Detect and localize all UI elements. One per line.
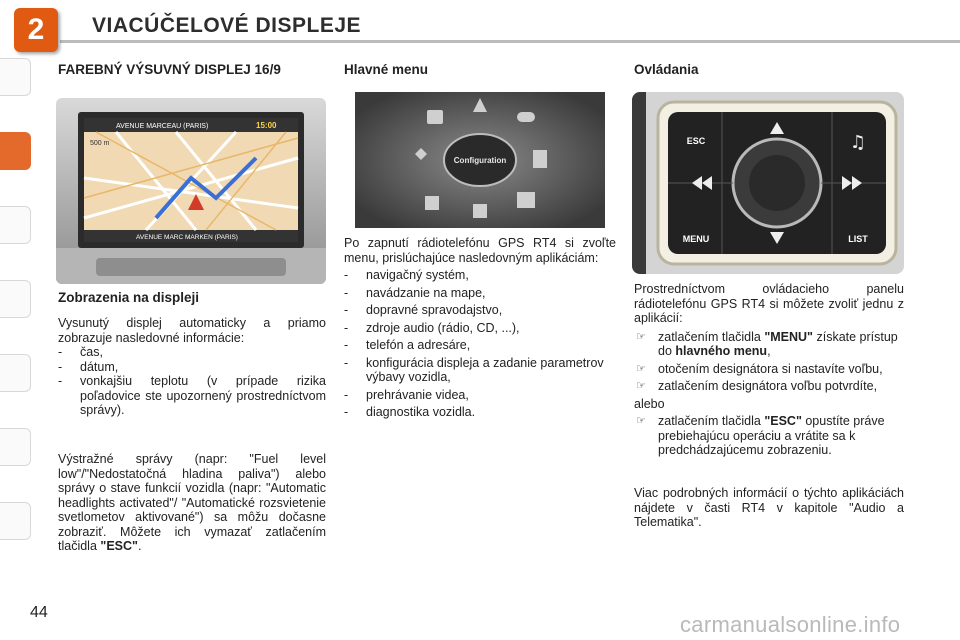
list-item: -telefón a adresáre, — [344, 338, 471, 352]
display-info-text: Vysunutý displej automaticky a priamo zo… — [58, 316, 326, 418]
list-item: -zdroje audio (rádio, CD, ...), — [344, 320, 520, 335]
header-divider — [60, 40, 960, 43]
menu-button-label: MENU — [683, 234, 710, 244]
main-menu-term: hlavného menu — [675, 344, 768, 358]
chapter-tab-7[interactable] — [0, 502, 31, 540]
display-photo: 500 m AVENUE MARCEAU (PARIS) 15:00 AVENU… — [56, 98, 326, 284]
list-item: -navigačný systém, — [344, 268, 469, 282]
watermark: carmanualsonline.info — [680, 612, 901, 637]
list-item: -dátum, — [58, 359, 119, 374]
pointing-hand-icon: ☞ — [636, 362, 646, 375]
control-panel-photo: ESC MENU LIST ♫ — [632, 92, 904, 274]
controls-intro: Prostredníctvom ovládacieho panelu rádio… — [634, 282, 904, 325]
esc-button-label: ESC — [687, 136, 706, 146]
list-item: ☞zatlačením designátora voľbu potvrdíte, — [636, 379, 878, 393]
list-item: -vonkajšiu teplotu (v prípade rizika poľ… — [58, 374, 326, 417]
chapter-badge: 2 — [14, 8, 58, 52]
list-item: -navádzanie na mape, — [344, 285, 486, 300]
esc-key-label: "ESC" — [764, 414, 802, 428]
chapter-tab-5[interactable] — [0, 354, 31, 392]
controls-footer: Viac podrobných informácií o týchto apli… — [634, 486, 904, 529]
main-menu-text: Po zapnutí rádiotelefónu GPS RT4 si zvoľ… — [344, 236, 616, 423]
chapter-number: 2 — [27, 13, 45, 46]
list-item: -diagnostika vozidla. — [344, 405, 476, 419]
section-subtitle-display-info: Zobrazenia na displeji — [58, 290, 200, 305]
screen-street-bottom: AVENUE MARC MARKEN (PARIS) — [136, 234, 238, 241]
list-item: ☞zatlačením tlačidla "ESC" opustíte práv… — [636, 414, 885, 457]
or-text: alebo — [634, 396, 665, 411]
main-menu-list: -navigačný systém, -navádzanie na mape, … — [344, 268, 616, 420]
controls-list: ☞zatlačením tlačidla "MENU" získate prís… — [634, 330, 904, 394]
pointing-hand-icon: ☞ — [636, 330, 646, 343]
pointing-hand-icon: ☞ — [636, 380, 646, 392]
section-title-display: FAREBNÝ VÝSUVNÝ DISPLEJ 16/9 — [58, 62, 281, 77]
svg-text:♫: ♫ — [850, 132, 866, 153]
list-item: -dopravné spravodajstvo, — [344, 303, 503, 317]
display-info-list: -čas, -dátum, -vonkajšiu teplotu (v príp… — [58, 345, 326, 418]
page-title: VIACÚČELOVÉ DISPLEJE — [92, 14, 362, 37]
main-menu-intro: Po zapnutí rádiotelefónu GPS RT4 si zvoľ… — [344, 236, 616, 265]
display-intro: Vysunutý displej automaticky a priamo zo… — [58, 316, 326, 345]
list-item: ☞zatlačením tlačidla "MENU" získate prís… — [636, 329, 898, 359]
page-number: 44 — [30, 604, 48, 621]
section-title-main-menu: Hlavné menu — [344, 62, 429, 77]
warning-text: Výstražné správy (napr: "Fuel level low"… — [58, 452, 326, 553]
list-item: ☞otočením designátora si nastavíte voľbu… — [636, 361, 883, 376]
list-item: -čas, — [58, 345, 103, 359]
screen-street-top: AVENUE MARCEAU (PARIS) — [116, 123, 208, 130]
screen-clock: 15:00 — [256, 121, 277, 130]
configuration-label: Configuration — [454, 156, 507, 165]
menu-key-label: "MENU" — [764, 329, 813, 344]
main-menu-photo: Configuration — [355, 92, 605, 228]
chapter-tab-3[interactable] — [0, 206, 31, 244]
list-item: -prehrávanie videa, — [344, 387, 469, 402]
pointing-hand-icon: ☞ — [636, 415, 646, 427]
distance-label: 500 m — [90, 140, 110, 147]
chapter-tab-1[interactable] — [0, 58, 31, 96]
list-item: -konfigurácia displeja a zadanie paramet… — [344, 355, 604, 385]
list-button-label: LIST — [848, 234, 868, 244]
esc-key-label: "ESC" — [100, 539, 138, 553]
chapter-tab-4[interactable] — [0, 280, 31, 318]
chapter-tab-2[interactable] — [0, 132, 31, 170]
controls-text: Prostredníctvom ovládacieho panelu rádio… — [634, 282, 904, 461]
warning-body: Výstražné správy (napr: "Fuel level low"… — [58, 452, 326, 553]
section-title-controls: Ovládania — [634, 62, 699, 77]
chapter-tabs — [0, 58, 36, 578]
chapter-tab-6[interactable] — [0, 428, 31, 466]
controls-list-esc: ☞zatlačením tlačidla "ESC" opustíte práv… — [634, 414, 904, 458]
